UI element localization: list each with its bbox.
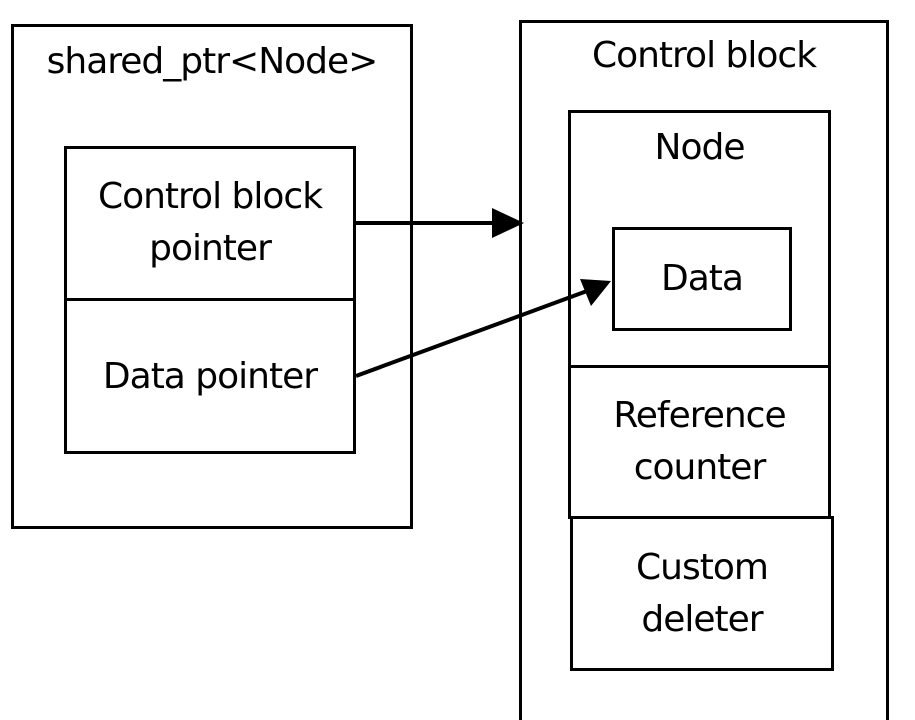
data-pointer-label: Data pointer — [102, 356, 318, 397]
shared-ptr-title: shared_ptr<Node> — [46, 41, 379, 82]
control-block-title: Control block — [591, 35, 817, 76]
control-block-pointer-arrow — [356, 208, 524, 238]
data-label: Data — [661, 258, 744, 299]
data-pointer-cell: Data pointer — [64, 300, 356, 454]
control-block-pointer-label: Control block pointer — [97, 176, 323, 269]
data-box: Data — [612, 227, 792, 331]
custom-deleter-box: Custom deleter — [570, 516, 834, 671]
arrows-layer — [355, 208, 611, 378]
reference-counter-label: Reference counter — [613, 395, 786, 488]
control-block-box — [519, 20, 889, 720]
arrowhead-icon — [580, 279, 611, 306]
custom-deleter-label: Custom deleter — [636, 546, 769, 640]
control-block-pointer-cell: Control block pointer — [64, 146, 356, 300]
node-title: Node — [654, 127, 746, 168]
fields-divider — [64, 298, 356, 301]
data-pointer-arrow — [355, 279, 611, 378]
arrowhead-icon — [492, 208, 524, 238]
